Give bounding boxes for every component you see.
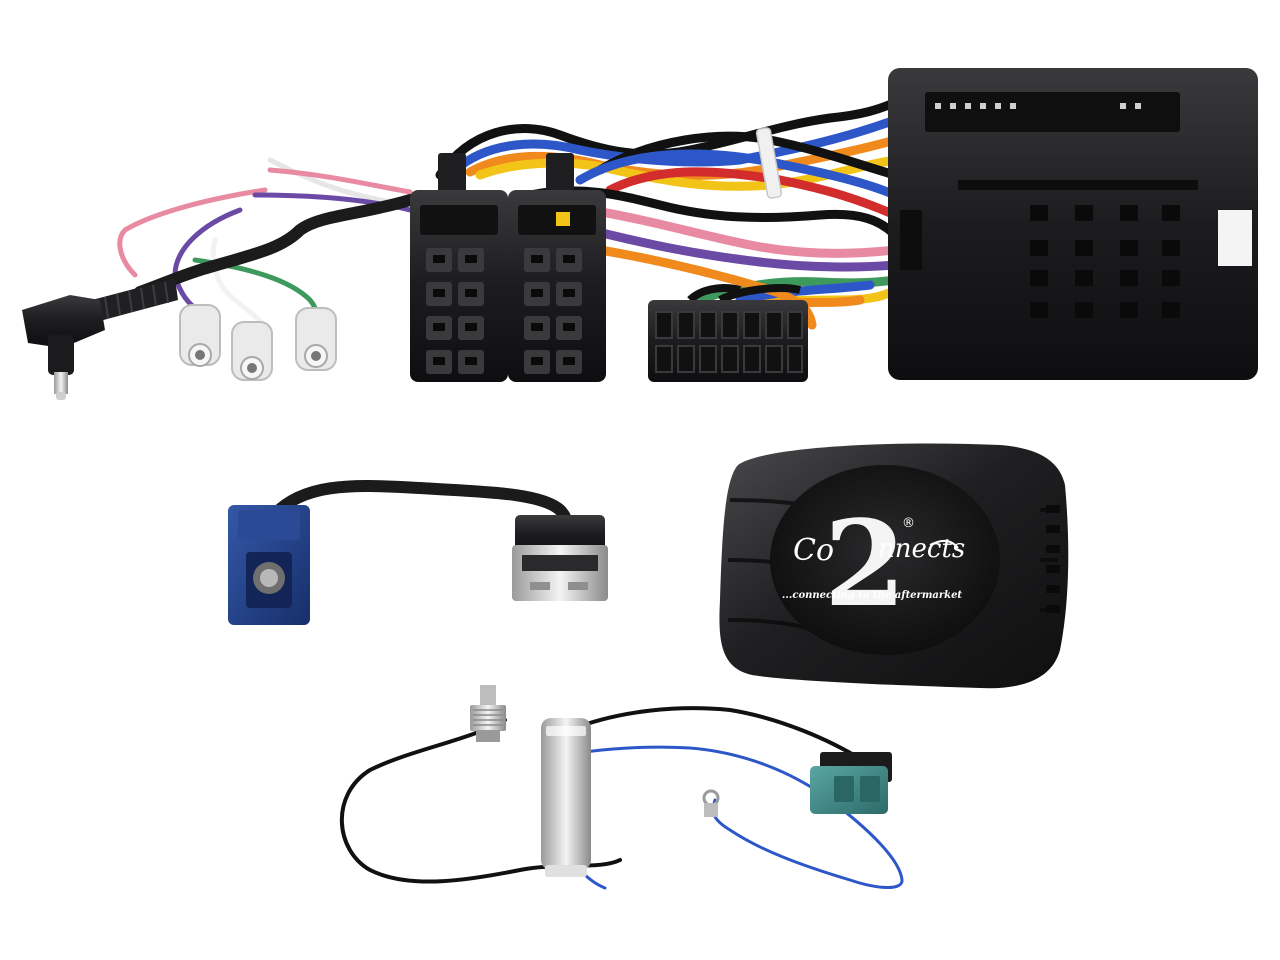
- iso-harness: [22, 68, 1258, 400]
- fakra-blue-connector: [228, 505, 310, 625]
- bullet-connector: [179, 304, 221, 367]
- antenna-adapter: [339, 685, 904, 890]
- interface-box: 2 Co nnects ® ...connecting to the after…: [719, 443, 1069, 689]
- brand-prefix: Co: [793, 533, 834, 568]
- brand-suffix: nnects: [878, 534, 965, 564]
- iso-connector-left: [410, 153, 508, 382]
- antenna-black-cable: [339, 706, 864, 884]
- bullet-connector: [231, 321, 273, 381]
- jack-strain-relief: [92, 278, 178, 322]
- fakra-teal-connector: [810, 752, 892, 814]
- wire-loom: [435, 95, 905, 330]
- angled-jack-connector: [22, 295, 105, 400]
- logo-swoosh: [929, 539, 959, 549]
- ring-terminal: [702, 789, 720, 817]
- bullet-connector: [295, 307, 337, 371]
- registered-mark: ®: [902, 516, 915, 531]
- quadlock-connector: [888, 68, 1258, 380]
- brand-logo: 2 Co nnects ® ...connecting to the after…: [782, 494, 965, 633]
- fakra-usb-adapter: [228, 480, 608, 625]
- side-vents: [1046, 505, 1060, 613]
- brand-digit: 2: [824, 494, 906, 633]
- din-antenna-plug: [470, 685, 506, 742]
- usb-a-plug: [512, 515, 608, 601]
- aux-cable: [134, 194, 416, 298]
- logo-oval: [770, 465, 1000, 655]
- logo-tagline: ...connecting to the aftermarket: [782, 590, 963, 601]
- bullet-connectors: [179, 304, 337, 381]
- iso-connector-right: [508, 153, 606, 382]
- antenna-amplifier-tube: [541, 718, 591, 877]
- sixteen-pin-connector: [648, 284, 808, 382]
- cable-tie: [755, 127, 783, 199]
